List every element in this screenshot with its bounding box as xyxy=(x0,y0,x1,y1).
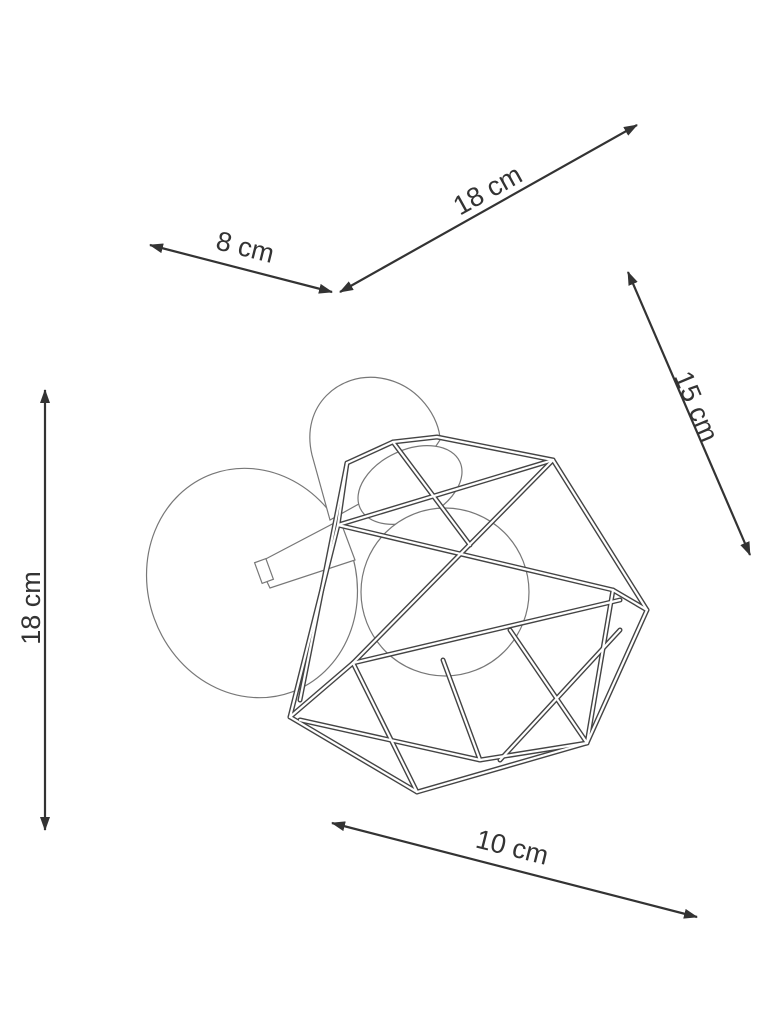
wire-cage xyxy=(287,434,650,795)
dimension-arrow-10cm xyxy=(331,821,698,919)
dimension-label-15cm: 15 cm xyxy=(668,367,724,446)
bulb xyxy=(360,507,530,677)
lamp-illustration xyxy=(145,376,650,795)
dimension-arrow-8cm xyxy=(149,243,333,294)
arm-nut xyxy=(253,557,275,585)
dimension-label-8cm: 8 cm xyxy=(213,226,277,269)
dimension-arrow-15cm xyxy=(626,271,752,556)
dimension-label-18cm-left: 18 cm xyxy=(16,571,46,645)
dimension-label-18cm-top: 18 cm xyxy=(448,159,527,221)
dimension-arrow-18cm-top xyxy=(339,124,638,293)
dimension-label-10cm: 10 cm xyxy=(473,824,552,871)
